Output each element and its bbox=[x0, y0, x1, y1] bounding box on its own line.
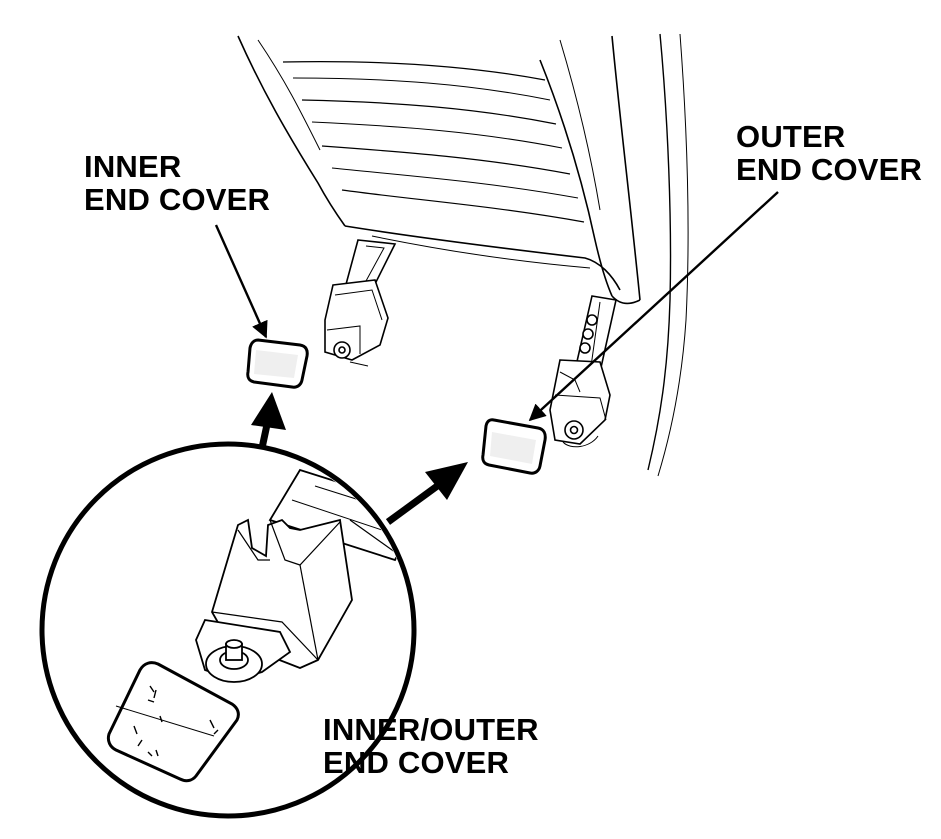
inner-seat-rail bbox=[324, 239, 397, 367]
inner-end-cover-label-line1: INNER bbox=[84, 149, 182, 184]
inner-outer-end-cover-label-line2: END COVER bbox=[323, 745, 510, 780]
inner-end-cover-label: INNER END COVER bbox=[84, 150, 270, 216]
arrow-outer-end-cover bbox=[528, 191, 779, 422]
outer-end-cover-label-line2: END COVER bbox=[736, 152, 923, 187]
door-sill bbox=[647, 33, 689, 477]
inner-end-cover-part bbox=[246, 338, 309, 389]
outer-seat-rail bbox=[549, 295, 617, 448]
detail-direction-arrows bbox=[251, 392, 468, 525]
up-arrow-head bbox=[251, 392, 286, 430]
outer-end-cover-label-line1: OUTER bbox=[736, 119, 846, 154]
outer-end-cover-part bbox=[481, 418, 547, 475]
inner-outer-end-cover-label-line1: INNER/OUTER bbox=[323, 712, 539, 747]
inner-end-cover-label-line2: END COVER bbox=[84, 182, 271, 217]
detail-circle bbox=[39, 441, 417, 819]
arrow-inner-end-cover bbox=[214, 224, 268, 339]
right-arrow-head bbox=[425, 462, 468, 500]
outer-end-cover-label: OUTER END COVER bbox=[736, 120, 922, 186]
inner-outer-end-cover-label: INNER/OUTER END COVER bbox=[323, 713, 539, 779]
seat-cushion bbox=[237, 35, 641, 305]
